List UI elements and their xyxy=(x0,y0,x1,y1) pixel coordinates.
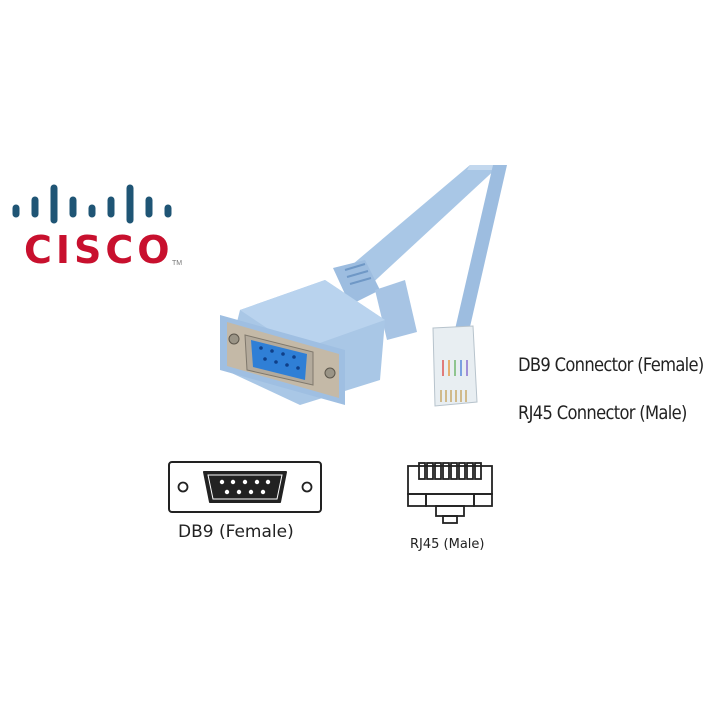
db9-diagram-label: DB9 (Female) xyxy=(178,522,294,542)
rj45-diagram-label: RJ45 (Male) xyxy=(410,537,485,552)
cisco-logo: CISCO TM xyxy=(8,176,188,276)
trademark-symbol: TM xyxy=(172,260,183,267)
db9-connector-caption: DB9 Connector (Female) xyxy=(518,354,704,376)
console-cable-photo xyxy=(205,140,515,420)
rj45-connector-icon xyxy=(405,460,495,526)
cisco-bars-icon xyxy=(8,176,188,226)
db9-connector-icon xyxy=(167,460,323,514)
rj45-connector-caption: RJ45 Connector (Male) xyxy=(518,402,687,424)
cisco-wordmark: CISCO xyxy=(24,228,174,272)
